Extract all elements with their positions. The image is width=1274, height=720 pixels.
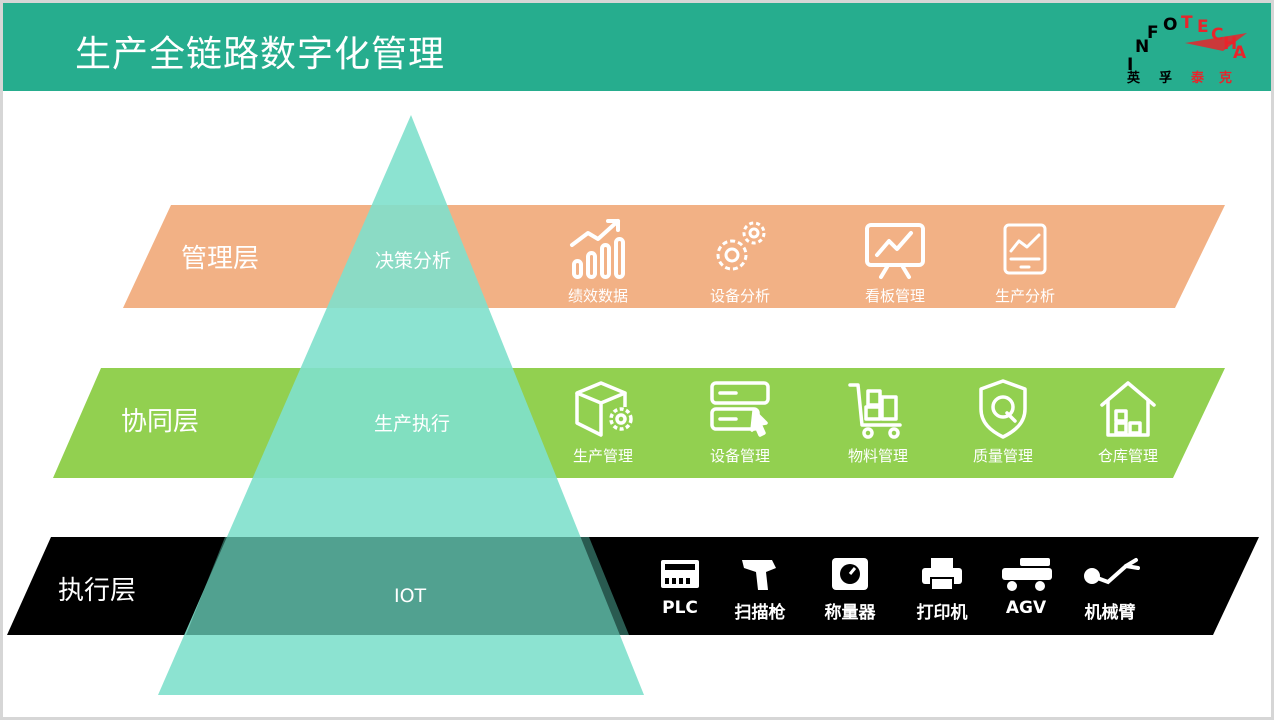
shield-q-icon [979,379,1027,439]
logo-letter: A [1233,43,1247,63]
logo-letter: N [1135,37,1150,57]
company-logo: I N F O T E C H A 英 孚 泰 克 [1115,7,1255,91]
execution-item-label: PLC [662,598,698,618]
presentation-board-icon [865,223,925,279]
collaboration-item-label: 质量管理 [972,447,1033,465]
logo-cn-char: 泰 [1191,71,1205,86]
warehouse-icon [1100,381,1156,437]
printer-icon [922,558,962,591]
scale-icon [832,558,868,590]
management-item-label: 生产分析 [994,287,1055,305]
management-item: 生产分析 [970,217,1080,306]
collaboration-layer-label: 协同层 [121,407,200,437]
execution-item: AGV [971,556,1081,618]
execution-item-label: 机械臂 [1084,603,1136,623]
management-center-label: 决策分析 [375,250,452,272]
execution-item: 机械臂 [1055,556,1165,623]
scanner-gun-icon [742,560,776,590]
logo-cn-char: 孚 [1159,71,1173,86]
execution-item: 扫描枪 [705,556,815,623]
management-item: 看板管理 [840,217,950,306]
logo-letter: O [1163,15,1178,35]
collaboration-item-label: 物料管理 [847,447,908,465]
plc-icon [661,560,699,588]
management-layer-label: 管理层 [181,244,260,274]
box-gear-icon [575,381,633,437]
execution-item-label: 扫描枪 [734,603,786,623]
server-cursor-icon [710,381,770,437]
collaboration-item: 生产管理 [548,377,658,466]
logo-letter: F [1147,23,1159,43]
execution-item: 打印机 [887,556,997,623]
management-item: 设备分析 [685,217,795,306]
logo-letter: E [1197,17,1209,37]
execution-item-label: 称量器 [824,603,876,623]
collaboration-center-label: 生产执行 [374,413,451,435]
collaboration-item: 设备管理 [685,377,795,466]
execution-center-label: IOT [394,585,427,607]
agv-icon [1002,558,1052,591]
execution-item-label: AGV [1005,598,1047,618]
execution-item: PLC [625,556,735,618]
gears-icon [716,221,766,271]
title-bar: 生产全链路数字化管理 I N F O T E C H A 英 孚 泰 克 [3,3,1271,91]
robot-arm-icon [1084,558,1140,585]
collaboration-item-label: 生产管理 [572,447,633,465]
tablet-chart-icon [1003,223,1047,275]
management-item: 绩效数据 [543,217,653,306]
collaboration-item-label: 仓库管理 [1097,447,1158,465]
bar-chart-trend-icon [570,219,625,279]
page-title: 生产全链路数字化管理 [75,34,446,75]
logo-letter: T [1181,13,1193,33]
logo-cn-char: 克 [1219,71,1233,86]
collaboration-item-label: 设备管理 [709,447,770,465]
collaboration-item: 物料管理 [823,377,933,466]
logo-cn-char: 英 [1127,71,1141,86]
logo-letter: I [1127,55,1134,75]
management-item-label: 看板管理 [864,287,925,305]
cart-icon [848,383,902,439]
management-item-label: 设备分析 [709,287,770,305]
execution-layer-label: 执行层 [58,576,137,606]
collaboration-item: 仓库管理 [1073,377,1183,466]
layer-diagram [7,115,1259,695]
execution-item: 称量器 [795,556,905,623]
logo-swoosh-icon [1185,33,1247,51]
collaboration-item: 质量管理 [948,377,1058,466]
management-item-label: 绩效数据 [567,287,628,305]
pyramid-execution-overlap [186,537,629,635]
execution-item-label: 打印机 [916,603,968,623]
